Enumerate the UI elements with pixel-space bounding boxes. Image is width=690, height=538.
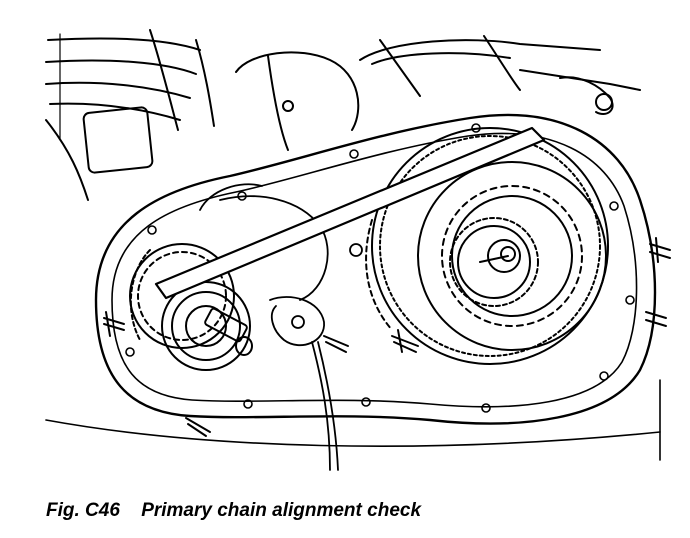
lower-frame	[45, 379, 661, 461]
clutch-assembly	[365, 127, 609, 365]
studs	[103, 237, 671, 437]
engine-sprocket	[129, 243, 253, 371]
upper-cases	[235, 35, 641, 151]
cylinder-fins	[45, 29, 215, 201]
cover-screw-holes	[125, 123, 635, 413]
figure-caption-text: Primary chain alignment check	[141, 500, 422, 521]
feeler-cable	[311, 341, 339, 471]
figure-caption: Fig. C46 Primary chain alignment check	[46, 500, 421, 522]
straightedge	[154, 126, 546, 300]
primary-cover-flange	[94, 113, 657, 425]
figure-number: Fig. C46	[46, 500, 120, 521]
